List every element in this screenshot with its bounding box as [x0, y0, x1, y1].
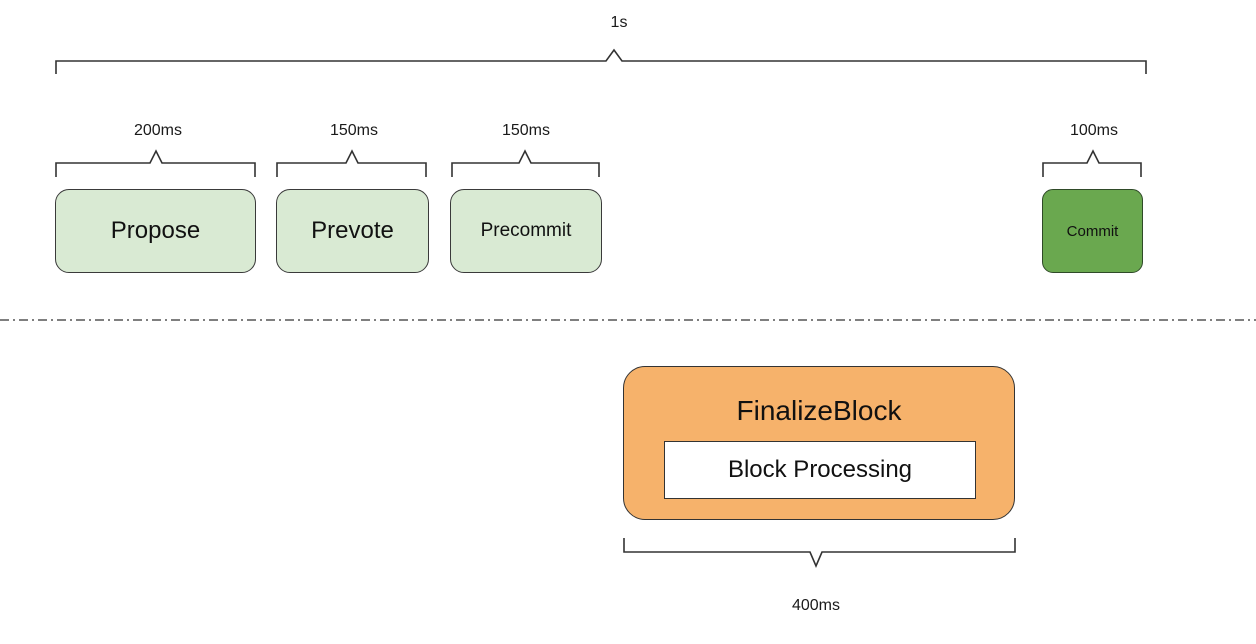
prevote-label: Prevote: [311, 217, 394, 244]
commit-duration-label: 100ms: [1069, 122, 1119, 139]
prevote-duration-label: 150ms: [329, 122, 379, 139]
commit-box: Commit: [1042, 189, 1143, 273]
brace-precommit: [451, 149, 600, 177]
finalize-block-title: FinalizeBlock: [736, 395, 902, 426]
precommit-duration-label: 150ms: [501, 122, 551, 139]
brace-total: [55, 48, 1147, 74]
commit-label: Commit: [1066, 222, 1119, 240]
total-duration-label: 1s: [610, 14, 628, 31]
finalize-duration-label: 400ms: [791, 597, 841, 614]
block-processing-box: Block Processing: [664, 441, 976, 499]
precommit-box: Precommit: [450, 189, 602, 273]
propose-duration-label: 200ms: [133, 122, 183, 139]
propose-label: Propose: [110, 217, 201, 244]
brace-prevote: [276, 149, 427, 177]
brace-commit: [1042, 149, 1142, 177]
finalize-block-box: FinalizeBlock Block Processing: [623, 366, 1015, 520]
propose-box: Propose: [55, 189, 256, 273]
precommit-label: Precommit: [480, 220, 572, 241]
brace-finalize: [623, 538, 1016, 569]
block-processing-label: Block Processing: [727, 456, 913, 483]
prevote-box: Prevote: [276, 189, 429, 273]
brace-propose: [55, 149, 256, 177]
